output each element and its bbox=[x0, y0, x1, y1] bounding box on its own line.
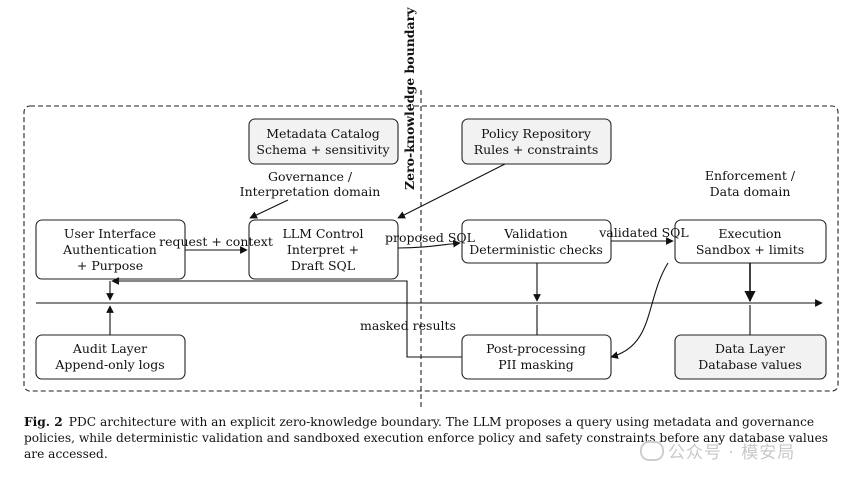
watermark-text: 公众号 · 模安局 bbox=[668, 443, 796, 463]
validation-box: Validation Deterministic checks bbox=[461, 219, 612, 264]
post-processing-box: Post-processing PII masking bbox=[461, 334, 612, 380]
svg-text:Deterministic checks: Deterministic checks bbox=[469, 242, 603, 257]
svg-text:Validation: Validation bbox=[503, 226, 567, 241]
svg-text:Database values: Database values bbox=[698, 357, 802, 372]
enforcement-domain-label: Enforcement / bbox=[705, 168, 796, 183]
system-frame bbox=[23, 105, 839, 392]
llm-control-box: LLM Control Interpret + Draft SQL bbox=[248, 219, 399, 280]
watermark: 公众号 · 模安局 bbox=[640, 438, 840, 463]
edge-label-proposed: proposed SQL bbox=[385, 230, 475, 245]
svg-text:Schema + sensitivity: Schema + sensitivity bbox=[256, 142, 390, 157]
audit-layer-box: Audit Layer Append-only logs bbox=[35, 334, 186, 380]
svg-text:LLM Control: LLM Control bbox=[282, 226, 363, 241]
architecture-diagram: Zero-knowledge boundary Governance / Int… bbox=[23, 7, 839, 410]
policy-repository-box: Policy Repository Rules + constraints bbox=[461, 118, 612, 165]
wechat-icon bbox=[640, 441, 664, 461]
edge-label-request: request + context bbox=[159, 234, 273, 249]
edge-proposed-sql bbox=[397, 239, 461, 249]
governance-domain-label: Governance / bbox=[268, 169, 353, 184]
svg-text:PII masking: PII masking bbox=[498, 357, 574, 372]
svg-text:User Interface: User Interface bbox=[64, 226, 156, 241]
svg-text:+ Purpose: + Purpose bbox=[77, 258, 143, 273]
user-interface-box: User Interface Authentication + Purpose bbox=[35, 219, 186, 280]
edge-masked-results bbox=[111, 277, 462, 358]
edge-label-masked: masked results bbox=[360, 318, 456, 333]
data-layer-box: Data Layer Database values bbox=[674, 334, 827, 380]
svg-text:Authentication: Authentication bbox=[62, 242, 157, 257]
svg-text:Interpret +: Interpret + bbox=[287, 242, 359, 257]
svg-text:Post-processing: Post-processing bbox=[486, 341, 586, 356]
svg-text:Rules + constraints: Rules + constraints bbox=[474, 142, 599, 157]
svg-text:Draft SQL: Draft SQL bbox=[291, 258, 355, 273]
edge-label-validated: validated SQL bbox=[598, 225, 688, 240]
svg-text:Append-only logs: Append-only logs bbox=[54, 357, 164, 372]
caption-text: PDC architecture with an explicit zero-k… bbox=[24, 415, 829, 461]
governance-domain-label-2: Interpretation domain bbox=[240, 184, 381, 199]
svg-text:Execution: Execution bbox=[718, 226, 781, 241]
svg-text:Audit Layer: Audit Layer bbox=[72, 341, 147, 356]
caption-label: Fig. 2 bbox=[24, 415, 63, 429]
svg-text:Sandbox + limits: Sandbox + limits bbox=[696, 242, 804, 257]
metadata-catalog-box: Metadata Catalog Schema + sensitivity bbox=[248, 118, 399, 165]
edge-metadata-to-llm bbox=[249, 199, 289, 219]
edge-policy-to-llm bbox=[397, 163, 506, 219]
boundary-label: Zero-knowledge boundary bbox=[402, 7, 417, 190]
svg-text:Data Layer: Data Layer bbox=[715, 341, 785, 356]
svg-text:Metadata Catalog: Metadata Catalog bbox=[266, 126, 380, 141]
enforcement-domain-label-2: Data domain bbox=[710, 184, 791, 199]
execution-box: Execution Sandbox + limits bbox=[674, 219, 827, 264]
edge-execution-to-postprocessing bbox=[610, 262, 669, 359]
svg-text:Policy Repository: Policy Repository bbox=[481, 126, 592, 141]
